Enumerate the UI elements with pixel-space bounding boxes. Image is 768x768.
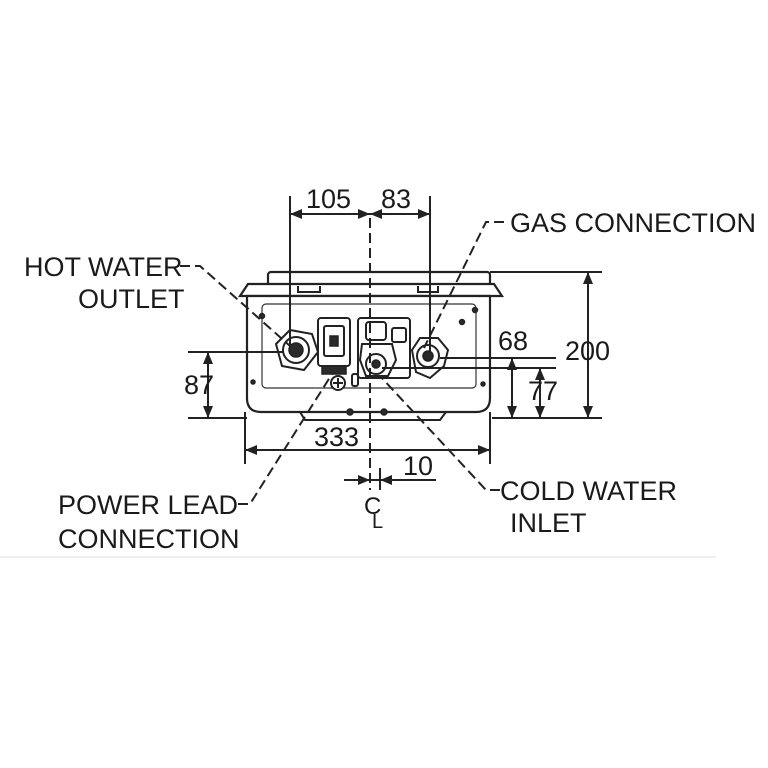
dim-200: 200 [565,336,610,366]
label-power-lead-line1: POWER LEAD [58,490,238,520]
dim-333: 333 [314,422,359,452]
label-hot-water-outlet-line1: HOT WATER [24,252,183,282]
label-gas-connection: GAS CONNECTION [510,208,756,238]
hot-water-outlet-fitting [274,328,320,372]
centerline-symbol: C [364,493,381,520]
label-cold-water-line1: COLD WATER [500,476,677,506]
dimension-87: 87 [184,351,284,419]
dim-105: 105 [306,184,351,214]
dim-77: 77 [528,376,558,406]
dimension-105-83: 105 83 [289,184,431,352]
dim-68: 68 [498,326,528,356]
label-power-lead-line2: CONNECTION [58,524,240,554]
leader-lines [180,221,504,505]
dim-83: 83 [381,184,411,214]
label-cold-water-line2: INLET [510,508,587,538]
power-lead-block [317,317,359,391]
label-hot-water-outlet-line2: OUTLET [78,284,185,314]
dim-10: 10 [403,451,433,481]
dim-87: 87 [184,370,214,400]
dimension-10: 10 [344,451,436,485]
dimension-200: 200 [490,271,610,419]
dimension-333: 333 [244,412,491,464]
dimension-68-77: 68 77 [382,326,558,418]
centerline-subscript: L [372,511,383,533]
